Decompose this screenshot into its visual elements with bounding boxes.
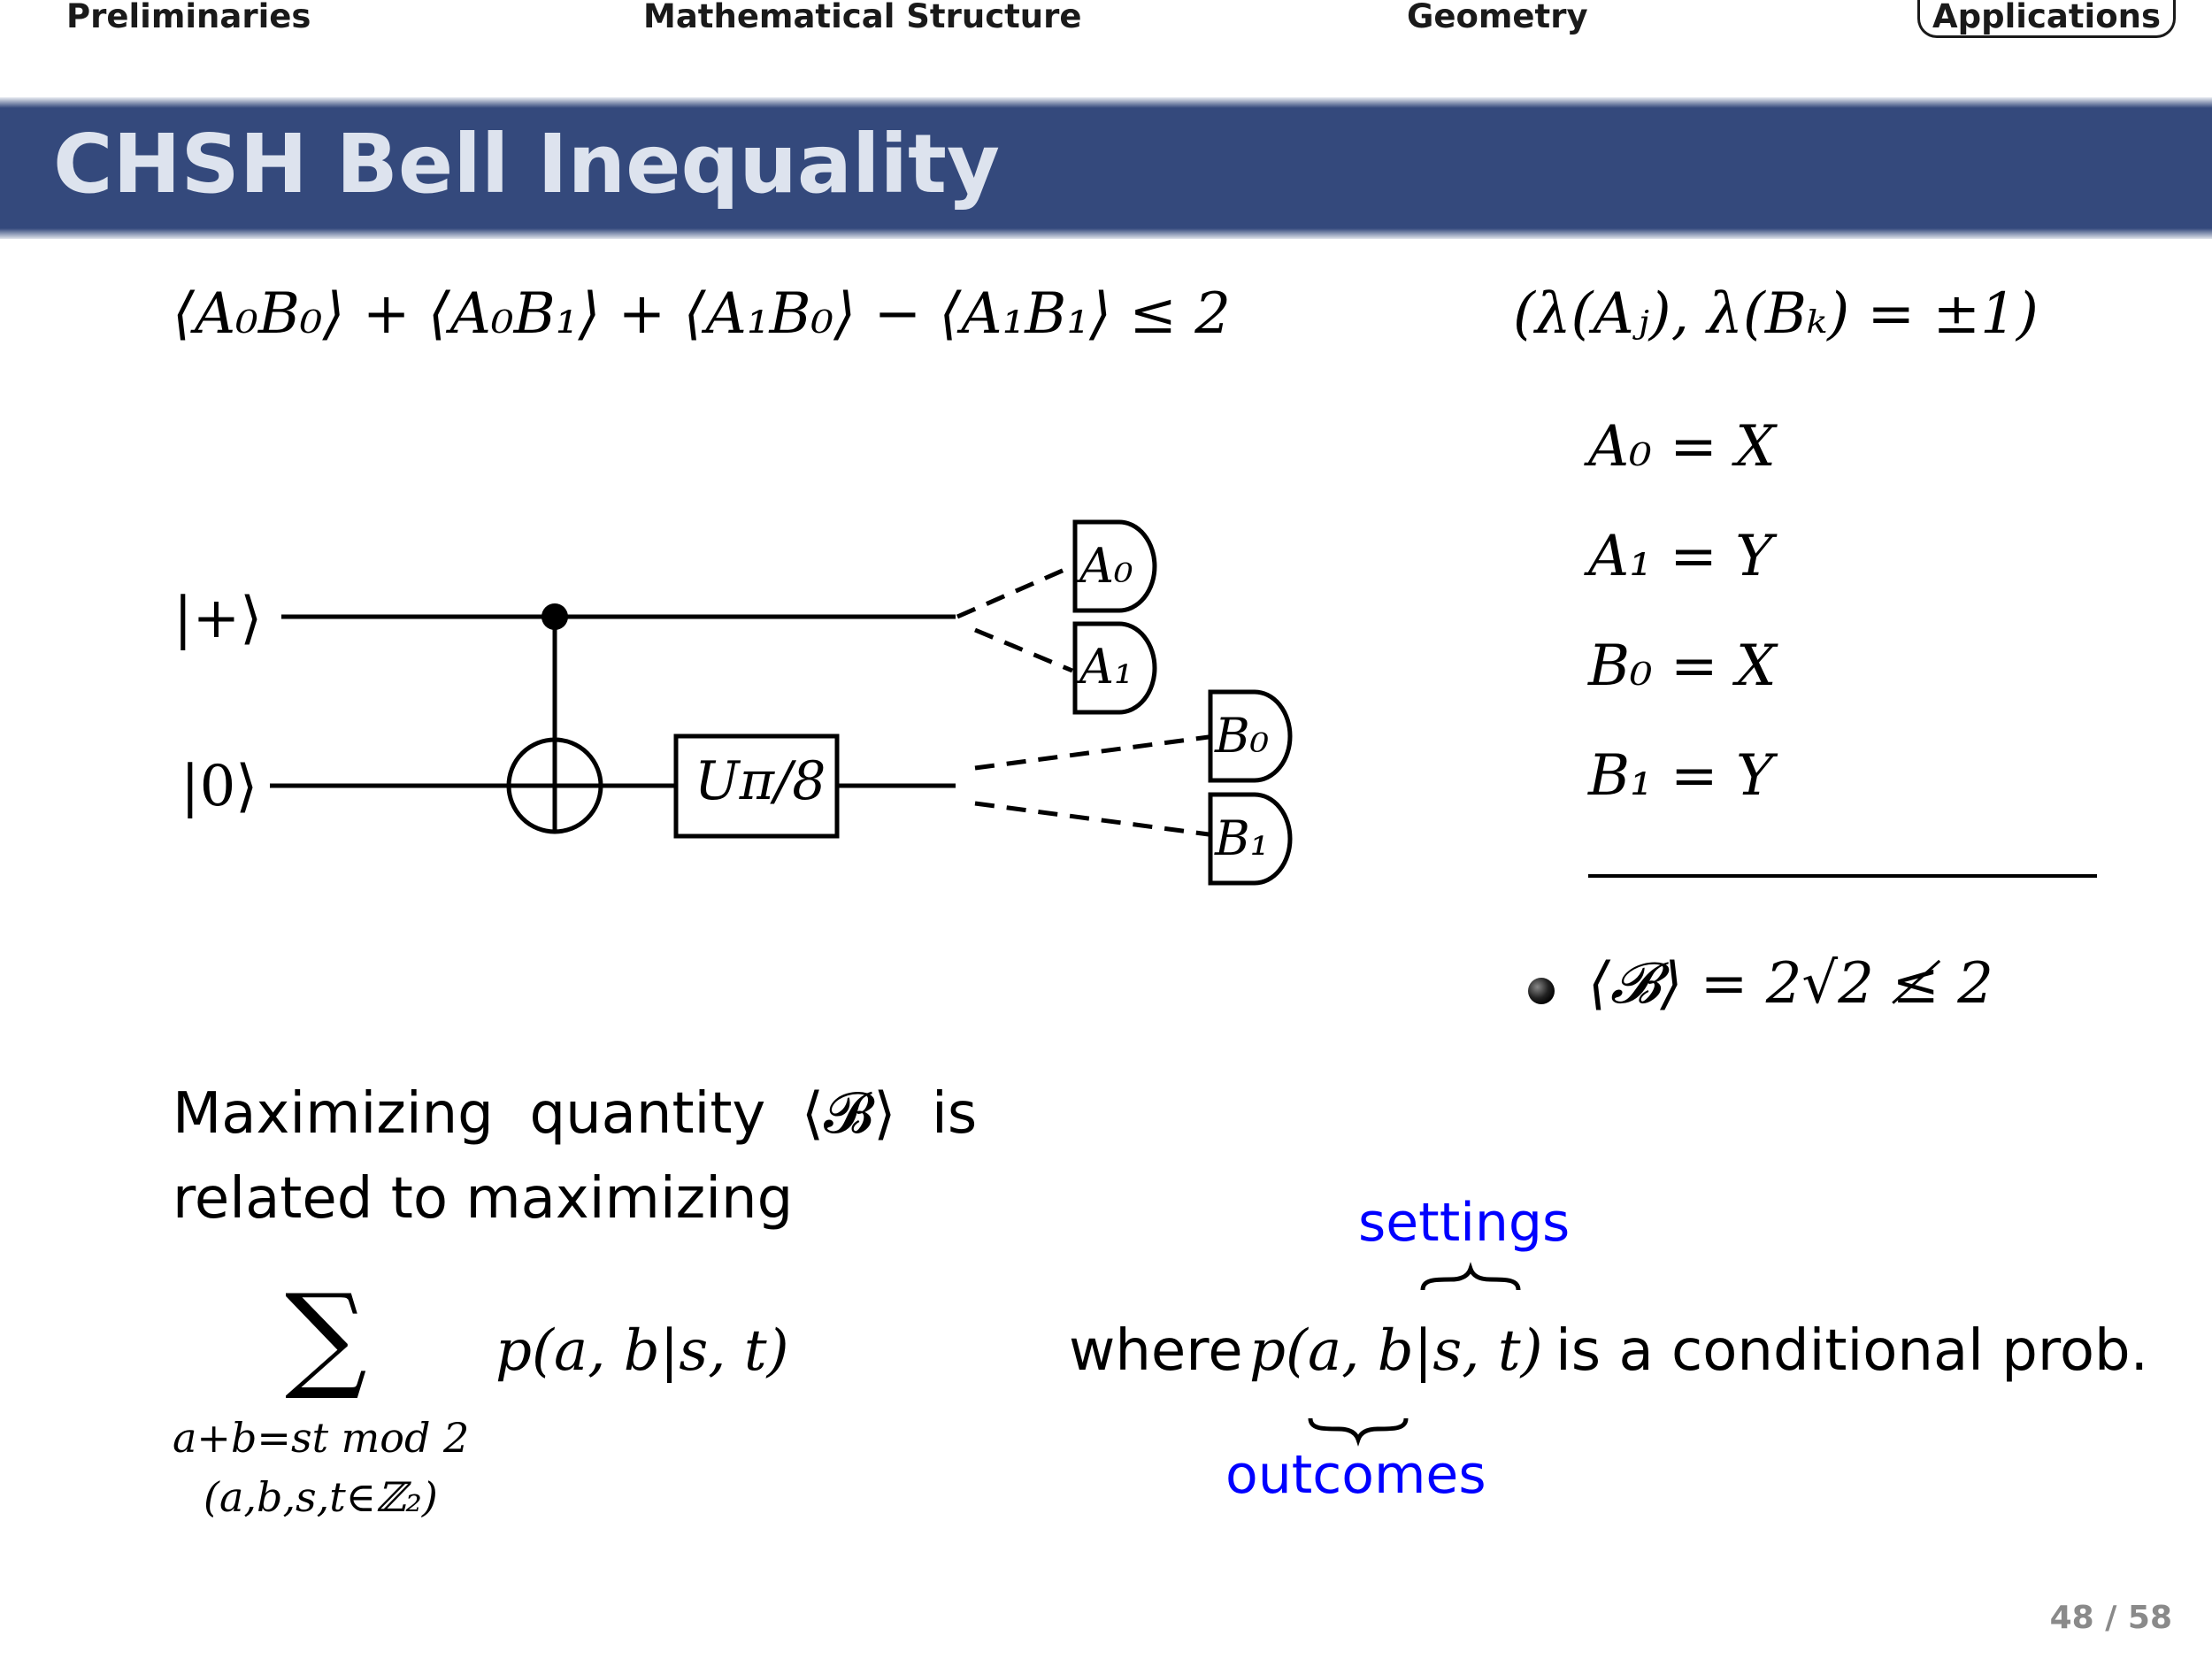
paragraph-line-2: related to maximizing	[173, 1166, 794, 1232]
outcomes-brace	[1308, 1417, 1409, 1447]
paragraph-line-1: Maximizing quantity ⟨𝓑⟩ is	[173, 1081, 978, 1147]
gate-box	[673, 733, 840, 839]
section-navigation: Preliminaries Mathematical Structure Geo…	[0, 0, 2212, 53]
settings-brace	[1420, 1262, 1521, 1291]
gate-label: Uπ/8	[695, 750, 826, 812]
eigenvalue-condition: (λ(Aⱼ), λ(Bₖ) = ±1)	[1513, 281, 2039, 347]
sum-term: p(a, b|s, t)	[495, 1318, 789, 1384]
sum-subscript-domain: (a,b,s,t∈ℤ₂)	[204, 1473, 438, 1521]
setting-a0: A₀ = X	[1588, 414, 1776, 480]
nav-item-applications[interactable]: Applications	[1917, 0, 2177, 38]
setting-a1: A₁ = Y	[1588, 524, 1773, 589]
label-outcomes: outcomes	[1225, 1444, 1486, 1506]
input-zero-state: |0⟩	[180, 754, 258, 819]
where-prefix: where	[1069, 1318, 1243, 1384]
where-expression: p(a, b|s, t)	[1249, 1318, 1543, 1384]
meter-b0	[1208, 689, 1293, 783]
sum-subscript-condition: a+b=st mod 2	[173, 1414, 470, 1462]
meter-label-b1: B₁	[1215, 810, 1270, 866]
page-number: 48 / 58	[2049, 1600, 2172, 1636]
meter-a0	[1072, 519, 1157, 613]
meter-b1	[1208, 792, 1293, 886]
bell-value: ⟨𝓑⟩ = 2√2 ≰ 2	[1588, 951, 1993, 1017]
nav-item-mathematical-structure[interactable]: Mathematical Structure	[643, 0, 1082, 35]
meter-label-a0: A₀	[1079, 538, 1133, 594]
chsh-inequality: ⟨A₀B₀⟩ + ⟨A₀B₁⟩ + ⟨A₁B₀⟩ − ⟨A₁B₁⟩ ≤ 2	[173, 281, 1231, 347]
setting-b0: B₀ = X	[1588, 634, 1777, 699]
meter-label-b0: B₀	[1215, 708, 1270, 764]
label-settings: settings	[1358, 1192, 1571, 1254]
nav-item-geometry[interactable]: Geometry	[1407, 0, 1588, 35]
title-bar	[0, 97, 2212, 239]
meter-a1	[1072, 621, 1157, 715]
setting-b1: B₁ = Y	[1588, 743, 1774, 809]
nav-item-preliminaries[interactable]: Preliminaries	[66, 0, 311, 35]
meter-label-a1: A₁	[1079, 639, 1133, 695]
input-plus-state: |+⟩	[173, 586, 263, 651]
slide-title: CHSH Bell Inequality	[53, 117, 1000, 211]
sum-symbol: ∑	[285, 1269, 367, 1403]
bullet-point	[1528, 978, 1555, 1004]
where-suffix: is a conditional prob.	[1555, 1318, 2148, 1384]
